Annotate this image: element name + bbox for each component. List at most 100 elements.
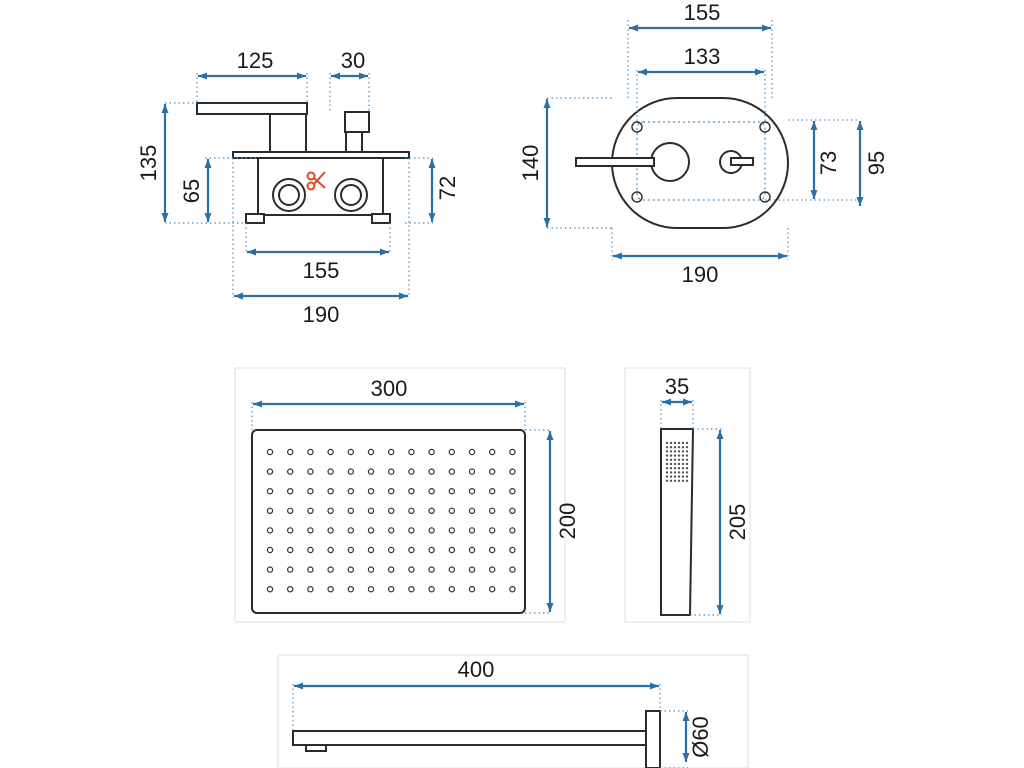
dim-cover-inner-height: 73: [816, 151, 841, 175]
rain-shower-head: 300 200: [234, 367, 580, 623]
rain-head-nozzle: [448, 527, 455, 534]
hand-shower-nozzle: [677, 462, 681, 466]
rain-head-nozzle: [428, 488, 435, 495]
hand-shower-nozzle: [665, 479, 669, 482]
hand-shower-nozzle: [665, 462, 669, 466]
dim-cover-inner-width: 133: [684, 44, 721, 69]
rain-head-nozzle: [448, 448, 455, 456]
dim-box-outer-width: 190: [303, 302, 340, 327]
rain-head-nozzle: [266, 488, 274, 495]
hand-shower-nozzle: [685, 479, 689, 482]
hand-shower-nozzle: [677, 479, 681, 482]
rain-head-nozzle: [509, 527, 516, 534]
rain-head-nozzle: [509, 448, 516, 456]
mixer-box-foot-right: [371, 213, 391, 224]
rain-head-nozzle: [489, 507, 496, 514]
rain-head-nozzle: [307, 507, 314, 514]
mixer-port-left-inner: [278, 184, 300, 206]
rain-head-nozzle: [367, 488, 375, 495]
hand-shower-nozzle: [685, 450, 689, 453]
rain-head-nozzle: [448, 468, 455, 475]
rain-head-nozzle: [367, 468, 375, 475]
rain-head-nozzle: [428, 566, 435, 573]
rain-head-nozzle: [388, 488, 395, 495]
cover-lever-handle: [575, 157, 655, 167]
rain-head-nozzle: [287, 566, 294, 573]
hand-shower-nozzle: [685, 454, 689, 457]
dim-hand-shower-length: 205: [725, 504, 750, 541]
hand-shower-nozzle: [677, 458, 681, 461]
rain-head-nozzle: [287, 488, 294, 495]
dim-box-inner-width: 155: [303, 258, 340, 283]
rain-head-nozzle: [367, 507, 375, 514]
dim-total-height: 135: [136, 145, 161, 182]
hand-shower-nozzle: [685, 471, 689, 474]
rain-head-nozzle: [266, 507, 274, 514]
rain-head-nozzle: [347, 546, 354, 554]
rain-head-nozzle: [327, 586, 334, 593]
hand-shower-nozzle: [681, 471, 685, 474]
rain-head-nozzle: [509, 546, 516, 554]
hand-shower-nozzle: [681, 479, 685, 482]
hand-shower-nozzle: [673, 462, 677, 466]
hand-shower-nozzle: [681, 450, 685, 453]
rain-head-nozzle: [468, 546, 476, 554]
hand-shower-nozzle: [681, 441, 685, 445]
rain-head-nozzles: [266, 448, 516, 593]
rain-head-nozzle: [509, 586, 516, 593]
hand-shower-nozzle: [685, 441, 689, 445]
rain-head-nozzle: [307, 448, 314, 456]
rain-head-nozzle: [408, 586, 415, 593]
rain-head-nozzle: [327, 546, 334, 554]
rain-head-nozzle: [408, 527, 415, 534]
screw-hole-top-right: [759, 121, 771, 133]
screw-hole-bottom-left: [631, 191, 643, 203]
hand-shower-nozzle: [669, 441, 673, 445]
dim-rain-head-width: 300: [371, 376, 408, 401]
rain-head-nozzle: [388, 546, 395, 554]
rain-head-nozzle: [388, 527, 395, 534]
hand-shower-nozzle: [669, 458, 673, 461]
hand-shower-nozzle: [665, 454, 669, 457]
cover-lever-hub: [650, 142, 690, 182]
rain-head-nozzle: [307, 586, 314, 593]
hand-shower-nozzle: [673, 458, 677, 461]
dim-box-depth: 72: [435, 176, 460, 200]
hand-shower-nozzle: [669, 450, 673, 453]
shower-arm-tube: [292, 730, 651, 746]
hand-shower-nozzle: [665, 446, 669, 449]
rain-head-nozzle: [347, 488, 354, 495]
hand-shower-nozzle: [673, 467, 677, 470]
rain-head-nozzle: [307, 468, 314, 475]
dim-cover-right-height: 95: [864, 151, 889, 175]
dim-lever-length: 125: [237, 48, 274, 73]
hand-shower-nozzle: [677, 475, 681, 478]
hand-shower-nozzle: [681, 462, 685, 466]
dim-shower-arm-diameter: Ø60: [688, 716, 713, 758]
rain-head-nozzle: [388, 566, 395, 573]
dim-cover-outer-width: 155: [684, 0, 721, 25]
screw-hole-top-left: [631, 121, 643, 133]
rain-head-nozzle: [388, 448, 395, 456]
hand-shower-nozzle: [673, 479, 677, 482]
rain-head-nozzle: [468, 468, 476, 475]
dim-cover-height: 140: [518, 145, 543, 182]
hand-shower-nozzle: [673, 441, 677, 445]
rain-head-nozzle: [367, 586, 375, 593]
hand-shower-nozzle: [681, 458, 685, 461]
dim-box-height: 65: [179, 179, 204, 203]
hand-shower-nozzle: [669, 467, 673, 470]
rain-head-nozzle: [266, 586, 274, 593]
mixer-knob-stem: [345, 131, 363, 155]
hand-shower-nozzle: [681, 446, 685, 449]
dim-shower-arm-length: 400: [458, 657, 495, 682]
rain-head-nozzle: [489, 527, 496, 534]
rain-head-nozzle: [266, 468, 274, 475]
rain-head-nozzle: [367, 448, 375, 456]
shower-arm-wall-flange: [645, 710, 661, 768]
hand-shower-nozzle: [685, 446, 689, 449]
screw-hole-bottom-right: [759, 191, 771, 203]
rain-head-nozzle: [266, 448, 274, 456]
rain-head-nozzle: [327, 566, 334, 573]
rain-head-nozzle: [307, 527, 314, 534]
